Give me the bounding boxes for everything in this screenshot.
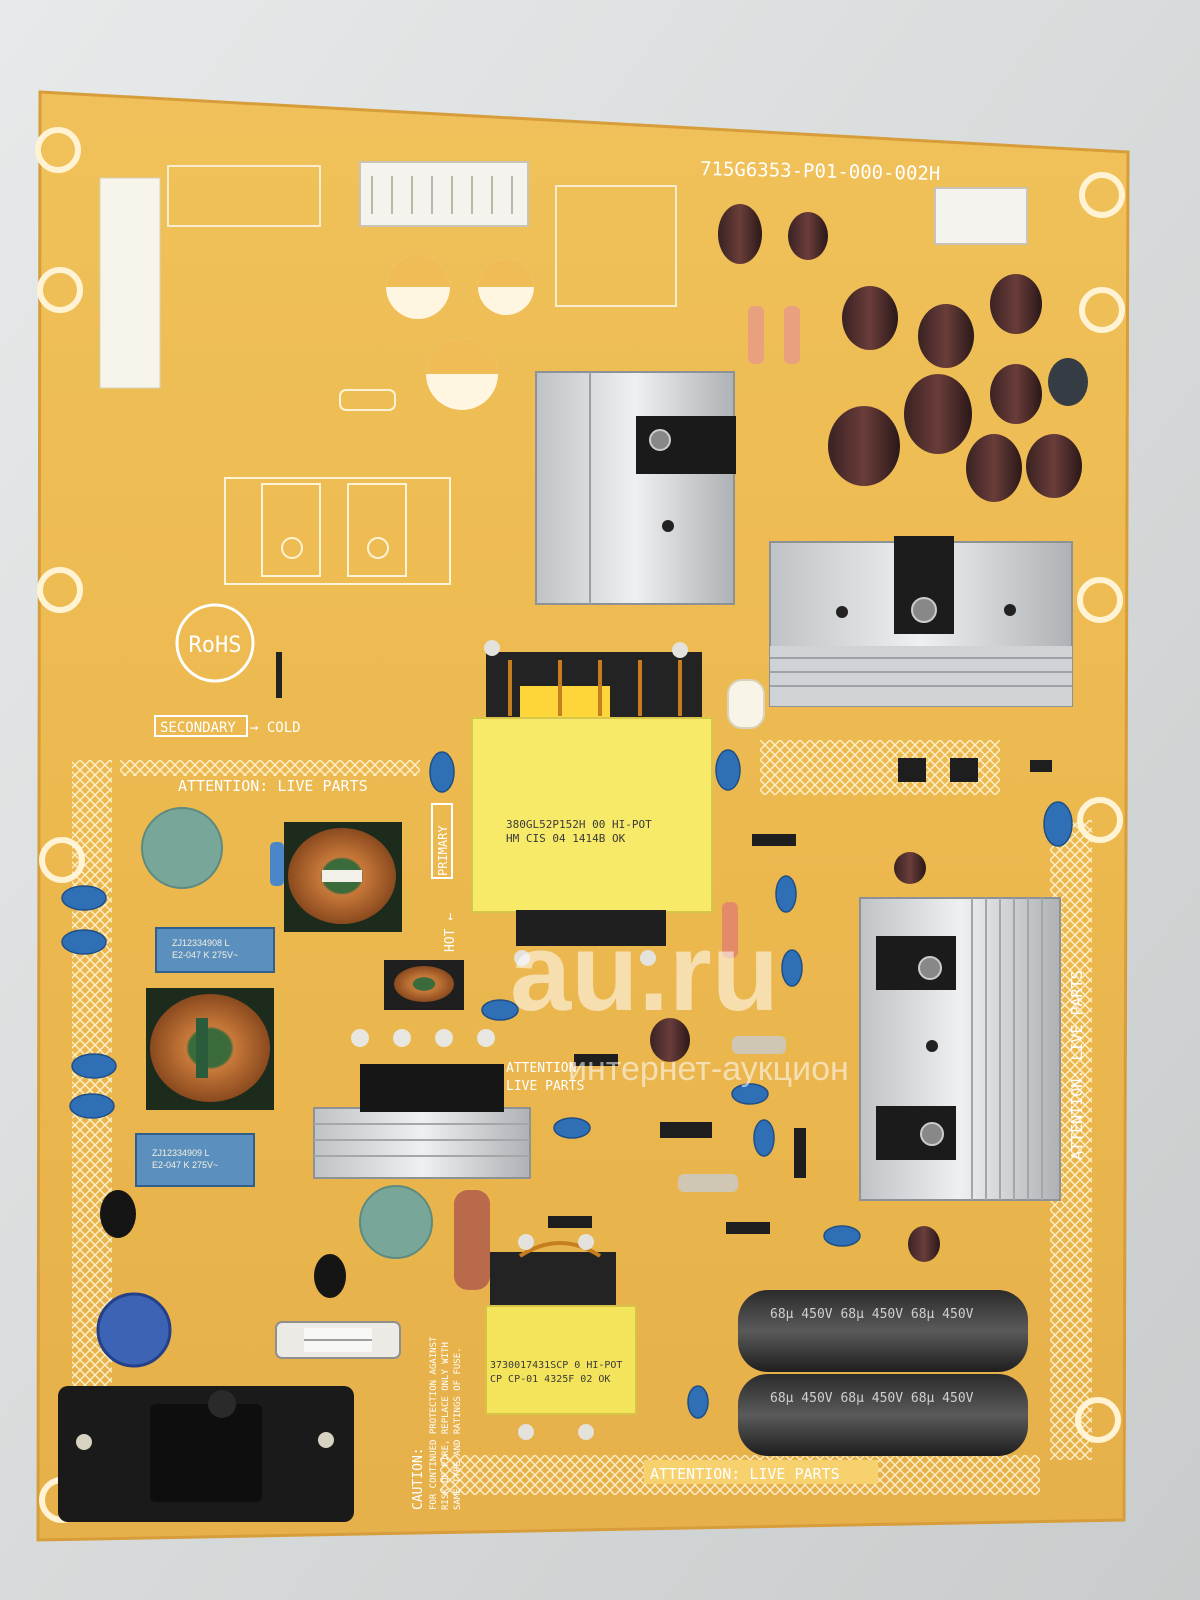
svg-text:ZJ12334908 L: ZJ12334908 L bbox=[172, 938, 230, 948]
svg-text:RoHS: RoHS bbox=[189, 633, 242, 658]
caution-title: CAUTION: bbox=[411, 1447, 426, 1510]
footprint-outlines bbox=[224, 389, 451, 585]
part-number: 715G6353-P01-000-002H bbox=[700, 158, 941, 185]
svg-text:HM CIS 04 1414B OK: HM CIS 04 1414B OK bbox=[506, 832, 626, 845]
standby-transformer: 3730017431SCP 0 HI-POT CP CP-01 4325F 02… bbox=[485, 1234, 637, 1440]
fuse bbox=[275, 1321, 401, 1359]
transistors-small bbox=[100, 1190, 346, 1298]
rohs-mark: RoHS bbox=[175, 603, 255, 683]
secondary-box bbox=[154, 715, 248, 737]
diodes bbox=[548, 758, 1052, 1234]
led-spacer bbox=[727, 679, 765, 729]
svg-text:CP CP-01 4325F 02 OK: CP CP-01 4325F 02 OK bbox=[490, 1374, 610, 1385]
attention-mid-2: LIVE PARTS bbox=[506, 1079, 584, 1094]
watermark-logo: au.ru bbox=[510, 911, 779, 1034]
svg-text:380GL52P152H 00 HI-POT: 380GL52P152H 00 HI-POT bbox=[506, 818, 652, 831]
heatsink-hs9101 bbox=[535, 371, 736, 605]
varistor bbox=[96, 1292, 172, 1368]
resistors bbox=[270, 306, 800, 1290]
svg-text:68μ 450V 68μ 450V 68μ 450V: 68μ 450V 68μ 450V 68μ 450V bbox=[770, 1307, 974, 1322]
thermistor-upper bbox=[141, 807, 223, 889]
heatsink-q9801 bbox=[859, 897, 1061, 1201]
main-transformer: 380GL52P152H 00 HI-POT HM CIS 04 1414B O… bbox=[471, 640, 713, 966]
watermark-tagline: интернет-аукцион bbox=[568, 1050, 849, 1088]
attention-mid-1: ATTENTION bbox=[506, 1061, 576, 1076]
serial-label-sticker bbox=[99, 177, 161, 389]
svg-text:3730017431SCP 0 HI-POT: 3730017431SCP 0 HI-POT bbox=[490, 1360, 622, 1371]
svg-text:RISK OF FIRE, REPLACE ONLY WIT: RISK OF FIRE, REPLACE ONLY WITH bbox=[441, 1342, 451, 1510]
caution-block: CAUTION: FOR CONTINUED PROTECTION AGAINS… bbox=[411, 1336, 463, 1510]
x2-cap-2: ZJ12334909 L E2-047 K 275V~ bbox=[135, 1133, 255, 1187]
electrolytic-caps bbox=[650, 204, 1088, 1262]
connector-cn8102 bbox=[934, 187, 1028, 245]
hot-label: HOT ← bbox=[443, 913, 458, 952]
svg-text:ZJ12334909 L: ZJ12334909 L bbox=[152, 1148, 210, 1158]
choke-lower bbox=[146, 988, 274, 1110]
svg-text:FOR CONTINUED PROTECTION AGAIN: FOR CONTINUED PROTECTION AGAINST bbox=[429, 1336, 439, 1510]
bulk-capacitors: 68μ 450V 68μ 450V 68μ 450V 68μ 450V 68μ … bbox=[738, 1290, 1028, 1456]
ac-inlet-connector bbox=[58, 1386, 354, 1522]
svg-text:E2-047 K 275V~: E2-047 K 275V~ bbox=[152, 1160, 218, 1170]
secondary-label: SECONDARY bbox=[160, 720, 236, 736]
x2-cap-1: ZJ12334908 L E2-047 K 275V~ bbox=[155, 927, 275, 973]
attention-label-top: ATTENTION: LIVE PARTS bbox=[178, 777, 368, 795]
choke-upper bbox=[284, 822, 402, 932]
svg-text:E2-047 K 275V~: E2-047 K 275V~ bbox=[172, 950, 238, 960]
connector-cn9102 bbox=[359, 161, 529, 227]
svg-text:SAME TYPE AND RATINGS OF FUSE.: SAME TYPE AND RATINGS OF FUSE. bbox=[453, 1347, 463, 1510]
heatsink-hs9104 bbox=[313, 1029, 531, 1179]
connector-footprint bbox=[167, 165, 321, 227]
thermistor-lower bbox=[359, 1185, 433, 1259]
film-capacitor bbox=[454, 1190, 490, 1290]
attention-label-bottom: ATTENTION: LIVE PARTS bbox=[650, 1465, 840, 1483]
attention-label-right: ATTENTION: LIVE PARTS bbox=[1068, 970, 1086, 1160]
heatsink-hs9103 bbox=[769, 536, 1073, 707]
primary-label: PRIMARY bbox=[436, 825, 450, 876]
y-capacitors bbox=[61, 749, 1073, 1419]
cold-label: → COLD bbox=[250, 720, 301, 736]
cap-footprints bbox=[386, 255, 534, 410]
inductor-small bbox=[384, 960, 464, 1010]
svg-text:68μ 450V 68μ 450V 68μ 450V: 68μ 450V 68μ 450V 68μ 450V bbox=[770, 1391, 974, 1406]
